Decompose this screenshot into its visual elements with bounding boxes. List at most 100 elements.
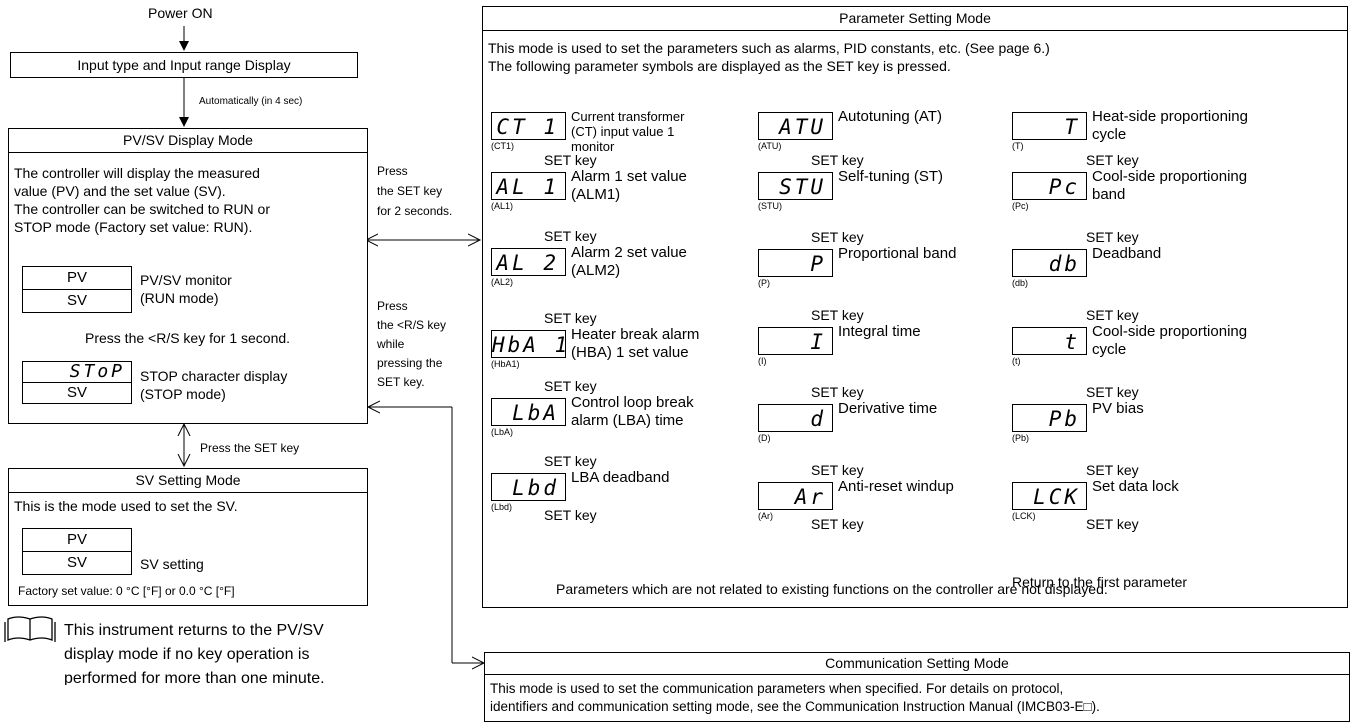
- param-label: Alarm 2 set value: [571, 244, 687, 261]
- param-label: cycle: [1092, 341, 1127, 358]
- set-key-label: SET key: [1086, 307, 1139, 323]
- param-label: Cool-side proportioning: [1092, 323, 1248, 340]
- param-code: (ATU): [758, 141, 782, 151]
- press-set-2s-2: the SET key: [377, 184, 443, 198]
- param-label: Heat-side proportioning: [1092, 108, 1248, 125]
- press-set-2s-1: Press: [377, 164, 408, 178]
- param-code: (D): [758, 433, 771, 443]
- comm-desc-2: identifiers and communication setting mo…: [490, 699, 1100, 714]
- pvsv-desc-1: The controller will display the measured: [14, 165, 260, 181]
- param-lcd-pb: Pb: [1012, 404, 1087, 432]
- param-label: Integral time: [838, 323, 921, 340]
- comm-mode-title: Communication Setting Mode: [485, 653, 1349, 675]
- param-label: PV bias: [1092, 400, 1144, 417]
- param-code: (db): [1012, 278, 1029, 288]
- param-label: monitor: [571, 139, 615, 154]
- param-lcd-al1: AL 1: [491, 172, 566, 200]
- set-key-label: SET key: [544, 507, 597, 523]
- param-label: Derivative time: [838, 400, 938, 417]
- set-key-label: SET key: [1086, 462, 1139, 478]
- param-code: (I): [758, 356, 767, 366]
- param-label: Heater break alarm: [571, 326, 700, 343]
- param-label: cycle: [1092, 126, 1127, 143]
- param-label: Alarm 1 set value: [571, 168, 687, 185]
- manual-book-icon: [4, 616, 56, 642]
- sv-setting-label: SV setting: [140, 556, 204, 572]
- set-key-label: SET key: [544, 310, 597, 326]
- param-label: Control loop break: [571, 394, 694, 411]
- param-label: band: [1092, 186, 1126, 203]
- param-lcd-i: I: [758, 327, 833, 355]
- param-label: Set data lock: [1092, 478, 1179, 495]
- stop-lcd-display: SToP: [22, 361, 132, 383]
- press-rs-2: the <R/S key: [377, 318, 447, 332]
- stop-label-2: (STOP mode): [140, 386, 226, 402]
- comm-desc-1: This mode is used to set the communicati…: [490, 681, 1064, 696]
- param-lcd-pc: Pc: [1012, 172, 1087, 200]
- pv-display: PV: [22, 266, 132, 290]
- press-rs-3: while: [377, 337, 405, 351]
- param-lcd-al2: AL 2: [491, 248, 566, 276]
- param-lcd-stu: STU: [758, 172, 833, 200]
- param-code: (t): [1012, 356, 1021, 366]
- set-key-label: SET key: [544, 152, 597, 168]
- pvsv-desc-2: value (PV) and the set value (SV).: [14, 183, 226, 199]
- press-rs-5: SET key.: [377, 375, 425, 389]
- set-key-label: SET key: [1086, 229, 1139, 245]
- param-lcd-ar: Ar: [758, 482, 833, 510]
- param-code: (LbA): [491, 427, 514, 437]
- param-label: (ALM2): [571, 262, 621, 279]
- set-key-label: SET key: [544, 228, 597, 244]
- param-lcd-db: db: [1012, 249, 1087, 277]
- param-label: Proportional band: [838, 245, 957, 262]
- param-code: (CT1): [491, 141, 514, 151]
- param-label: Deadband: [1092, 245, 1162, 262]
- param-lcd-t: T: [1012, 112, 1087, 140]
- param-lcd-p: P: [758, 249, 833, 277]
- power-on-label: Power ON: [148, 5, 213, 21]
- param-label: alarm (LBA) time: [571, 412, 684, 429]
- param-code: (AL1): [491, 201, 514, 211]
- param-label: (HBA) 1 set value: [571, 344, 689, 361]
- set-key-label: SET key: [811, 516, 864, 532]
- param-label: Autotuning (AT): [838, 108, 942, 125]
- pvsv-desc-3: The controller can be switched to RUN or: [14, 201, 270, 217]
- auto-label: Automatically (in 4 sec): [199, 96, 303, 107]
- set-key-label: SET key: [544, 453, 597, 469]
- set-key-label: SET key: [811, 229, 864, 245]
- param-label: (CT) input value 1: [571, 124, 675, 139]
- sv-display: SV: [22, 289, 132, 313]
- set-key-label: SET key: [1086, 516, 1139, 532]
- param-lcd-hba1: HbA 1: [491, 330, 567, 358]
- note-return-3: performed for more than one minute.: [64, 670, 325, 685]
- stop-sv-display: SV: [22, 382, 132, 404]
- param-code: (HbA1): [491, 359, 520, 369]
- sv-mode-desc: This is the mode used to set the SV.: [14, 498, 238, 514]
- param-code: (STU): [758, 201, 782, 211]
- param-code: (LCK): [1012, 511, 1036, 521]
- param-label: (ALM1): [571, 186, 621, 203]
- param-code: (Lbd): [491, 502, 513, 512]
- press-rs-1: Press: [377, 299, 408, 313]
- param-lcd-ct1: CT 1: [491, 112, 566, 140]
- param-code: (P): [758, 278, 770, 288]
- param-desc-1: This mode is used to set the parameters …: [488, 40, 1050, 56]
- param-code: (T): [1012, 141, 1024, 151]
- param-label: Anti-reset windup: [838, 478, 954, 495]
- set-key-label: SET key: [1086, 384, 1139, 400]
- param-label: Cool-side proportioning: [1092, 168, 1248, 185]
- stop-label-1: STOP character display: [140, 368, 288, 384]
- param-code: (Pb): [1012, 433, 1030, 443]
- return-first-parameter: Return to the first parameter: [1012, 574, 1188, 590]
- param-note: Parameters which are not related to exis…: [556, 581, 1108, 597]
- param-lcd-lbd: Lbd: [491, 473, 566, 501]
- set-key-label: SET key: [811, 462, 864, 478]
- press-set-key-label: Press the SET key: [200, 441, 300, 455]
- param-lcd-d: d: [758, 404, 833, 432]
- param-lcd-t: t: [1012, 327, 1087, 355]
- monitor-label-2: (RUN mode): [140, 290, 219, 306]
- param-lcd-lba: LbA: [491, 398, 566, 426]
- input-display-box: Input type and Input range Display: [10, 52, 358, 78]
- param-label: LBA deadband: [571, 469, 670, 486]
- parameter-setting-mode-box: Parameter Setting Mode: [482, 6, 1348, 608]
